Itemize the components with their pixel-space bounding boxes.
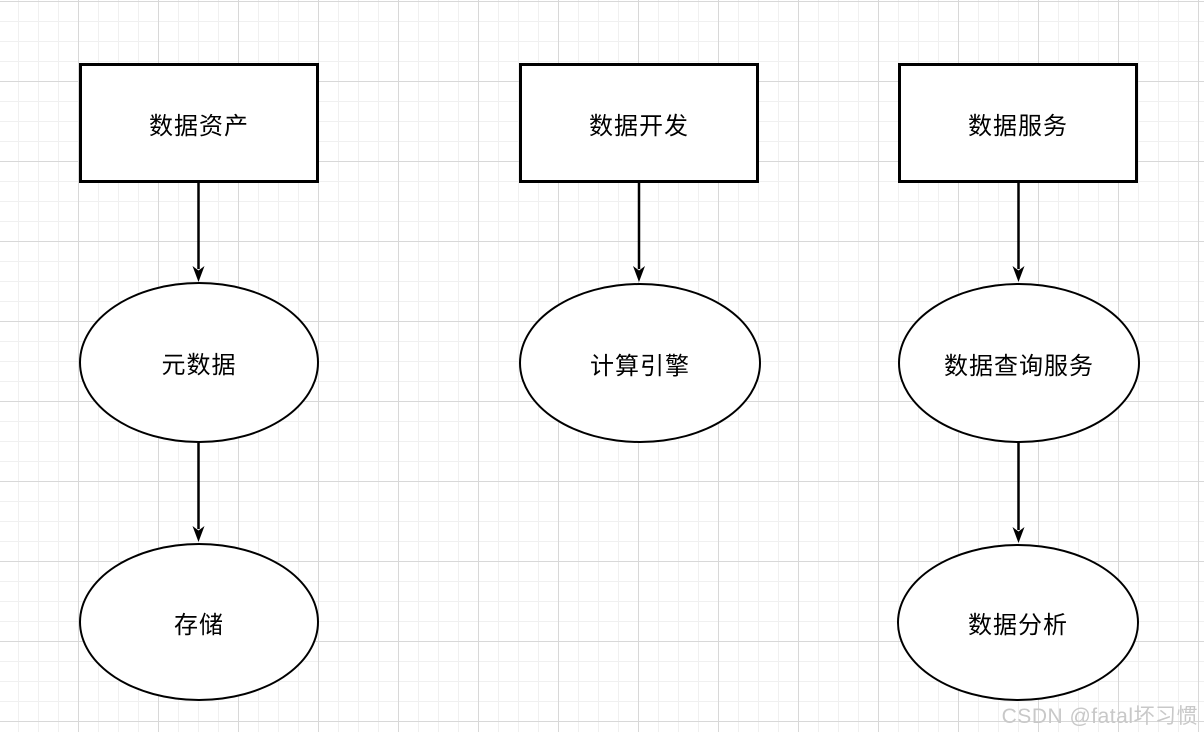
node-metadata: 元数据 bbox=[79, 282, 319, 443]
node-data-development-label: 数据开发 bbox=[589, 112, 689, 140]
node-compute-engine: 计算引擎 bbox=[519, 283, 761, 443]
node-data-analysis-label: 数据分析 bbox=[968, 612, 1068, 639]
node-metadata-label: 元数据 bbox=[161, 352, 237, 379]
node-data-services-label: 数据服务 bbox=[968, 112, 1068, 140]
node-data-services: 数据服务 bbox=[898, 63, 1138, 183]
node-storage-label: 存储 bbox=[174, 611, 224, 639]
edge-data-services-to-data-query-service bbox=[1012, 182, 1025, 282]
edge-data-development-to-compute-engine bbox=[633, 182, 645, 282]
node-data-query-service-label: 数据查询服务 bbox=[944, 352, 1094, 380]
node-storage: 存储 bbox=[79, 543, 319, 701]
edge-data-query-service-to-data-analysis bbox=[1012, 443, 1025, 543]
node-data-query-service: 数据查询服务 bbox=[898, 283, 1140, 443]
node-data-development: 数据开发 bbox=[519, 63, 759, 183]
watermark: CSDN @fatal坏习惯 bbox=[1001, 705, 1198, 728]
node-data-assets-label: 数据资产 bbox=[149, 112, 249, 140]
node-data-assets: 数据资产 bbox=[79, 63, 319, 183]
node-compute-engine-label: 计算引擎 bbox=[590, 352, 690, 380]
edge-data-assets-to-metadata bbox=[192, 182, 205, 282]
edge-metadata-to-storage bbox=[192, 443, 205, 542]
node-data-analysis: 数据分析 bbox=[897, 544, 1139, 701]
